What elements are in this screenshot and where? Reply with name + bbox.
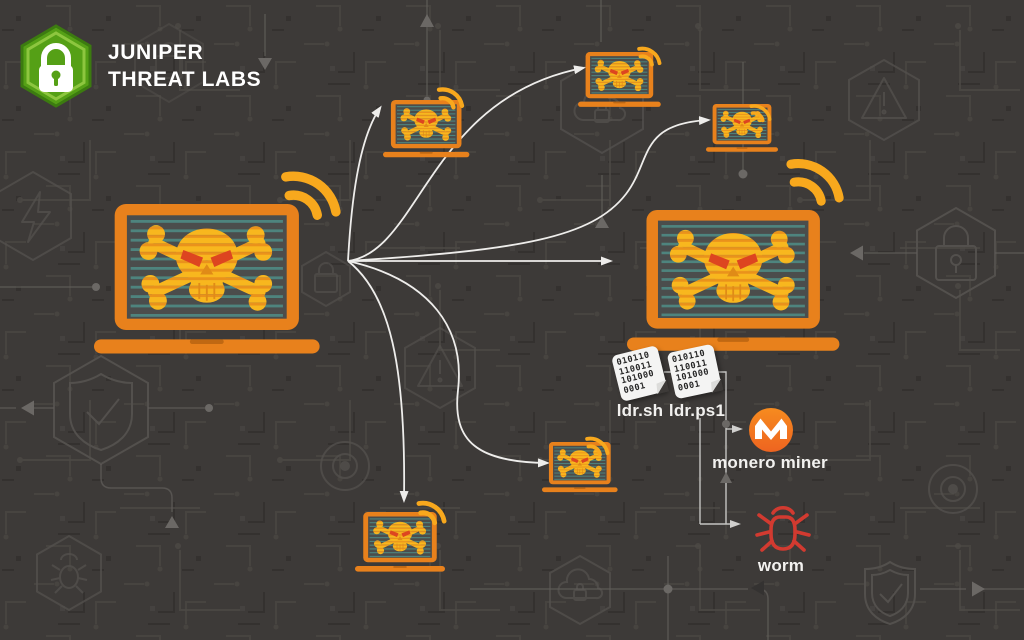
binary-file-icon-ldr-ps1: 010110 110011 101000 0001 [666, 343, 724, 400]
worm-label: worm [757, 556, 805, 575]
bg-warning-hexagon-icon [848, 58, 920, 142]
bg-lock-hexagon-icon [916, 206, 996, 300]
bg-cloud-lock-hexagon-icon-2 [549, 554, 611, 626]
flow-junction-dot [722, 420, 730, 428]
bg-eye-icon [320, 441, 370, 491]
monero-icon [749, 408, 793, 452]
propagation-arrow-top [347, 65, 586, 262]
bg-bug-hexagon-icon [36, 534, 102, 612]
bg-lock-hexagon-icon-3 [134, 22, 204, 104]
page-fold [711, 378, 724, 393]
file-label-ldr-ps1: ldr.ps1 [668, 401, 726, 420]
logo-title-line2: THREAT LABS [108, 68, 262, 91]
propagation-arrow-bottom-middle [347, 260, 550, 468]
propagation-arrows [347, 65, 711, 503]
bg-lock-hexagon-icon-2 [301, 250, 351, 308]
propagation-arrow-bottom [347, 260, 409, 503]
background-security-icons [0, 22, 996, 626]
propagation-arrow-right [347, 116, 711, 262]
bg-lightning-hexagon-icon [0, 170, 72, 262]
monero-miner-label: monero miner [712, 453, 828, 472]
page-fold [656, 379, 670, 395]
juniper-threat-labs-logo: JUNIPER THREAT LABS [16, 24, 261, 108]
bg-shield-check-icon-2 [864, 560, 916, 626]
bg-warning-hexagon-icon-2 [404, 326, 476, 410]
logo-text: JUNIPER THREAT LABS [108, 39, 261, 93]
lock-hexagon-logo-icon [20, 24, 92, 108]
propagation-arrow-top-left [347, 105, 382, 262]
binary-file-icon-ldr-sh: 010110 110011 101000 0001 [611, 345, 670, 402]
worm-bug-icon [755, 505, 811, 552]
logo-title-line1: JUNIPER [108, 41, 204, 64]
file-label-ldr-sh: ldr.sh [616, 401, 664, 420]
flow-up-arrow-decor [720, 472, 732, 483]
bg-eye-icon-2 [928, 464, 978, 514]
